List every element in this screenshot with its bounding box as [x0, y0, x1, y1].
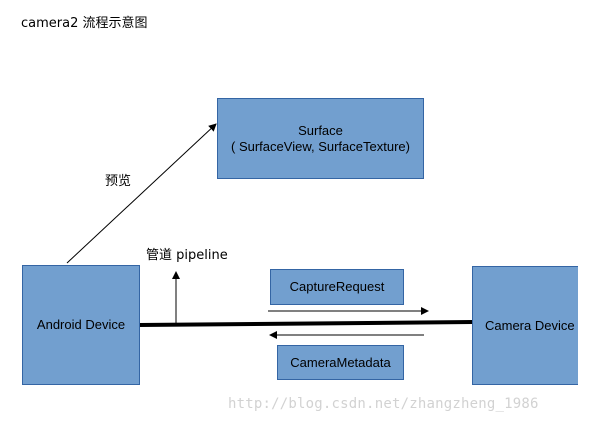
preview-label: 预览: [105, 174, 132, 189]
watermark-text: http://blog.csdn.net/zhangzheng_1986: [228, 396, 539, 412]
surface-node-title: Surface: [298, 122, 343, 138]
camera-device-node: Camera Device: [472, 266, 578, 385]
camera-device-label: Camera Device: [485, 317, 575, 333]
diagram-title: camera2 流程示意图: [21, 16, 148, 31]
preview-arrow: [66, 123, 217, 264]
capture-request-label: CaptureRequest: [289, 279, 385, 294]
pipeline-line: [138, 320, 474, 327]
android-device-node: Android Device: [22, 265, 140, 385]
android-device-label: Android Device: [36, 317, 126, 332]
camera-metadata-node: CameraMetadata: [277, 345, 404, 380]
camera-metadata-label: CameraMetadata: [290, 354, 391, 370]
capture-request-node: CaptureRequest: [270, 269, 404, 305]
surface-node: Surface ( SurfaceView, SurfaceTexture): [217, 98, 424, 179]
pipeline-label: 管道 pipeline: [146, 248, 228, 263]
surface-node-subtitle: ( SurfaceView, SurfaceTexture): [231, 138, 410, 154]
